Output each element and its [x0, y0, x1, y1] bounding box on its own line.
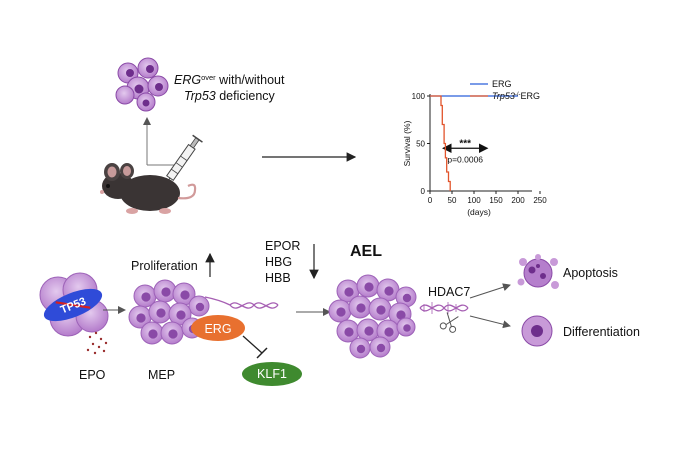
- cell: [336, 279, 360, 303]
- legend-label: ERG: [492, 79, 512, 89]
- cell: [128, 305, 152, 329]
- erg-pill: ERG: [191, 315, 245, 341]
- x-tick-label: 150: [489, 196, 503, 205]
- cell: [348, 295, 372, 319]
- differentiation-label: Differentiation: [563, 325, 640, 339]
- y-axis-label: Survival (%): [402, 120, 412, 166]
- cell: [395, 286, 417, 308]
- mouse-icon: [100, 163, 197, 214]
- ael-label: AEL: [350, 243, 382, 260]
- ael-cell-cluster: [328, 274, 417, 359]
- top-cell-cluster: [115, 57, 169, 112]
- x-tick-label: 200: [511, 196, 525, 205]
- cell: [336, 319, 360, 343]
- y-tick-label: 100: [412, 92, 426, 101]
- differentiated-cell-icon: [521, 315, 553, 347]
- cell: [349, 337, 371, 359]
- cell: [356, 274, 380, 298]
- tp53-pill: TP53: [43, 288, 103, 322]
- klf1-pill: KLF1: [242, 362, 302, 386]
- epo-dots: [86, 331, 108, 355]
- epo-label: EPO: [79, 368, 106, 382]
- hbb-label: HBB: [265, 271, 291, 285]
- series-line-1: [430, 95, 451, 191]
- cell: [368, 297, 392, 321]
- injection-path: [143, 117, 178, 166]
- cell: [188, 295, 210, 317]
- legend-label: Trp53-/-ERG: [492, 91, 540, 101]
- top-line2: Trp53 deficiency: [184, 89, 276, 103]
- klf1-label: KLF1: [257, 367, 287, 381]
- erg-inhibits-klf1: [242, 335, 268, 359]
- ael-dna: [419, 302, 469, 314]
- x-tick-label: 50: [448, 196, 457, 205]
- x-tick-label: 0: [428, 196, 433, 205]
- cell: [369, 336, 391, 358]
- cell: [148, 300, 172, 324]
- top-line1: ERGover with/without: [174, 73, 285, 88]
- cell: [376, 278, 400, 302]
- chart-series: [430, 95, 518, 191]
- proliferation-label: Proliferation: [131, 259, 198, 273]
- hdac7-label: HDAC7: [428, 285, 470, 299]
- y-tick-label: 0: [421, 187, 426, 196]
- x-tick-label: 100: [467, 196, 481, 205]
- cell: [168, 302, 192, 326]
- apoptotic-cell-icon: [517, 254, 559, 289]
- cell: [396, 317, 416, 337]
- cell: [328, 299, 352, 323]
- x-axis-label: (days): [467, 207, 491, 217]
- scissors-icon: [439, 312, 459, 333]
- to-apoptosis-arrow: [469, 283, 511, 299]
- cell: [160, 321, 184, 345]
- cell: [172, 282, 196, 306]
- x-tick-label: 250: [533, 196, 547, 205]
- hbg-label: HBG: [265, 255, 292, 269]
- y-tick-label: 50: [416, 140, 425, 149]
- p-value-label: p=0.0006: [447, 154, 483, 164]
- apoptosis-label: Apoptosis: [563, 266, 618, 280]
- to-differentiation-arrow: [469, 315, 511, 329]
- significance-stars: ***: [459, 138, 471, 149]
- chart-legend: ERG Trp53-/-ERG: [470, 79, 540, 101]
- epor-label: EPOR: [265, 239, 300, 253]
- mep-label: MEP: [148, 368, 175, 382]
- cell: [140, 321, 164, 345]
- cell: [153, 279, 177, 303]
- erg-label: ERG: [204, 322, 231, 336]
- mep-dna: [204, 296, 279, 309]
